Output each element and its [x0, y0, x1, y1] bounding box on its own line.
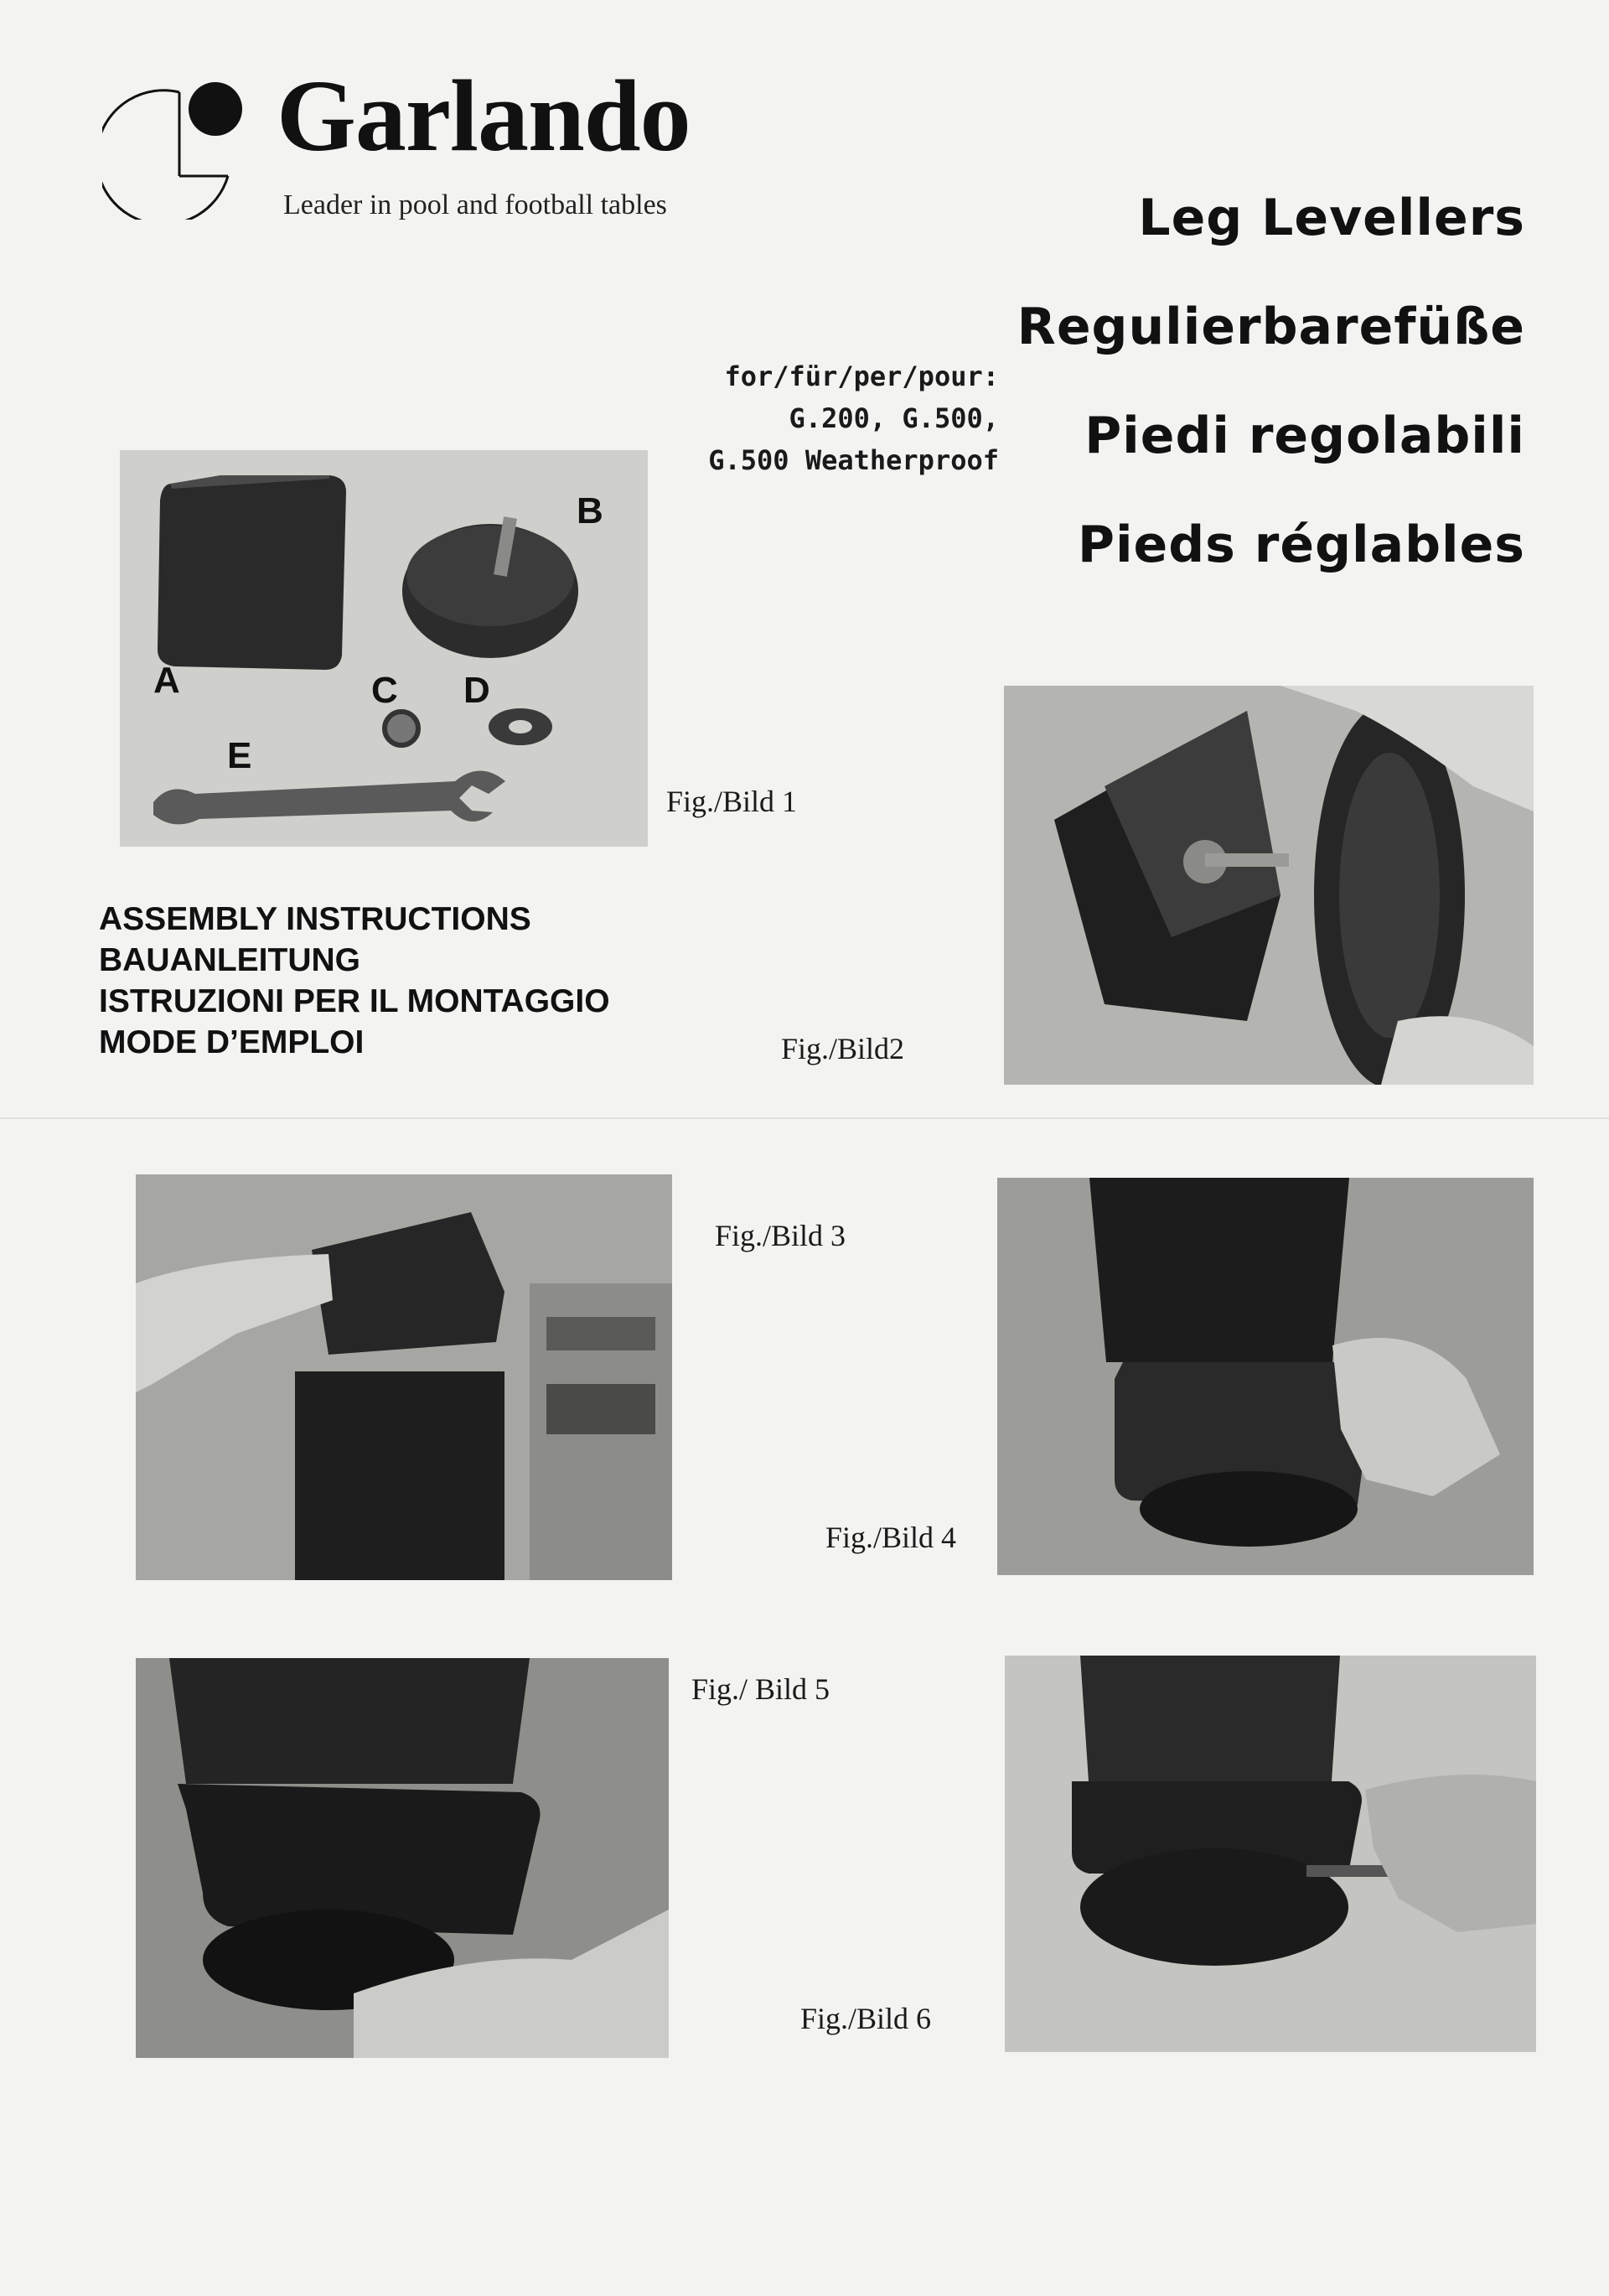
brand-name: Garlando [277, 60, 691, 173]
figure-3-caption: Fig./Bild 3 [715, 1219, 846, 1252]
model-list: for/für/per/pour: G.200, G.500, G.500 We… [654, 355, 999, 481]
figure-2-caption: Fig./Bild2 [781, 1032, 905, 1065]
part-label-c: C [371, 670, 398, 711]
figure-1-caption: Fig./Bild 1 [666, 785, 798, 818]
figure-5-caption: Fig./ Bild 5 [691, 1672, 830, 1706]
garlando-logo-icon [95, 77, 255, 226]
model-line: G.500 Weatherproof [708, 444, 999, 476]
figure-6-photo [1005, 1656, 1536, 2052]
product-titles: Leg Levellers Regulierbarefüße Piedi reg… [1017, 163, 1525, 599]
part-label-e: E [227, 735, 252, 776]
figure-4-photo [997, 1178, 1534, 1575]
assembly-line-it: ISTRUZIONI PER IL MONTAGGIO [99, 983, 610, 1019]
figure-4-caption: Fig./Bild 4 [825, 1521, 957, 1554]
part-label-b: B [577, 490, 603, 531]
assembly-instructions-heading: ASSEMBLY INSTRUCTIONS BAUANLEITUNG ISTRU… [99, 899, 610, 1063]
title-en: Leg Levellers [1138, 189, 1525, 247]
part-label-a: A [153, 660, 180, 701]
title-it: Piedi regolabili [1084, 407, 1525, 465]
figure-1-photo: A B C D E [120, 450, 648, 847]
brand-tagline: Leader in pool and football tables [283, 189, 667, 220]
title-de: Regulierbarefüße [1017, 298, 1525, 356]
figure-2-photo [1004, 686, 1534, 1085]
model-line: G.200, G.500, [789, 402, 999, 434]
figure-3-photo [136, 1174, 672, 1580]
assembly-line-fr: MODE D’EMPLOI [99, 1024, 365, 1060]
assembly-line-de: BAUANLEITUNG [99, 942, 360, 978]
model-line: for/für/per/pour: [724, 360, 999, 392]
assembly-line-en: ASSEMBLY INSTRUCTIONS [99, 901, 531, 937]
part-label-d: D [463, 670, 490, 711]
figure-6-caption: Fig./Bild 6 [800, 2002, 932, 2035]
title-fr: Pieds réglables [1078, 516, 1525, 574]
figure-5-photo [136, 1658, 669, 2058]
